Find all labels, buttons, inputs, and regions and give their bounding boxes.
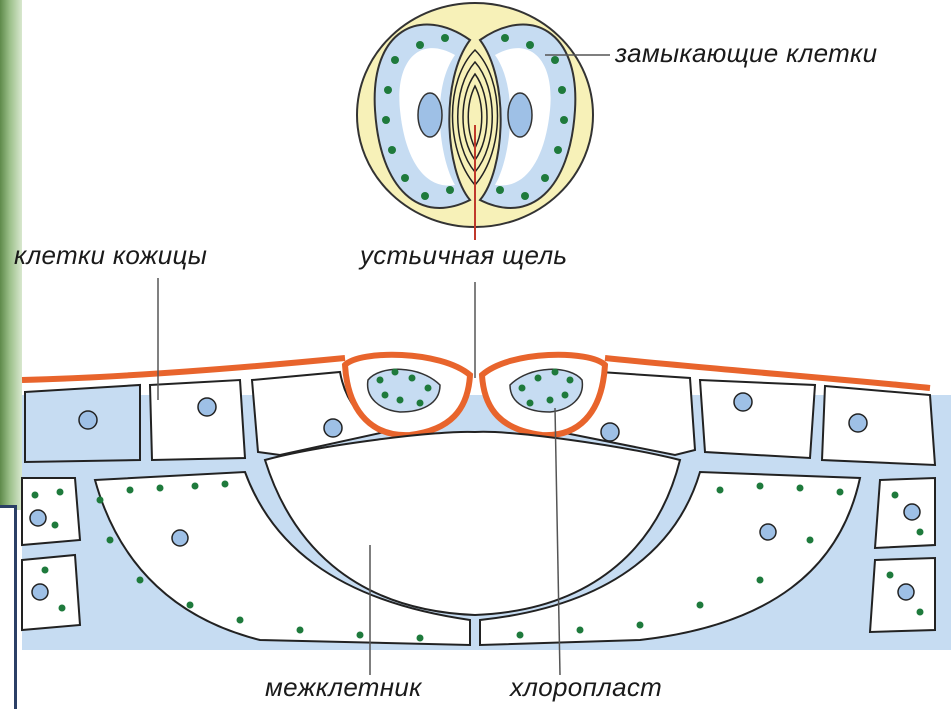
label-stomatal-pore: устьичная щель	[360, 240, 567, 271]
label-epidermis-cells: клетки кожицы	[14, 240, 207, 271]
nucleus-left	[418, 93, 442, 137]
label-guard-cells: замыкающие клетки	[615, 38, 877, 69]
stoma-top-view	[357, 3, 610, 240]
label-intercellular-space: межклетник	[265, 672, 422, 703]
leaf-cross-section	[22, 278, 951, 675]
label-chloroplast: хлоропласт	[510, 672, 662, 703]
nucleus-right	[508, 93, 532, 137]
